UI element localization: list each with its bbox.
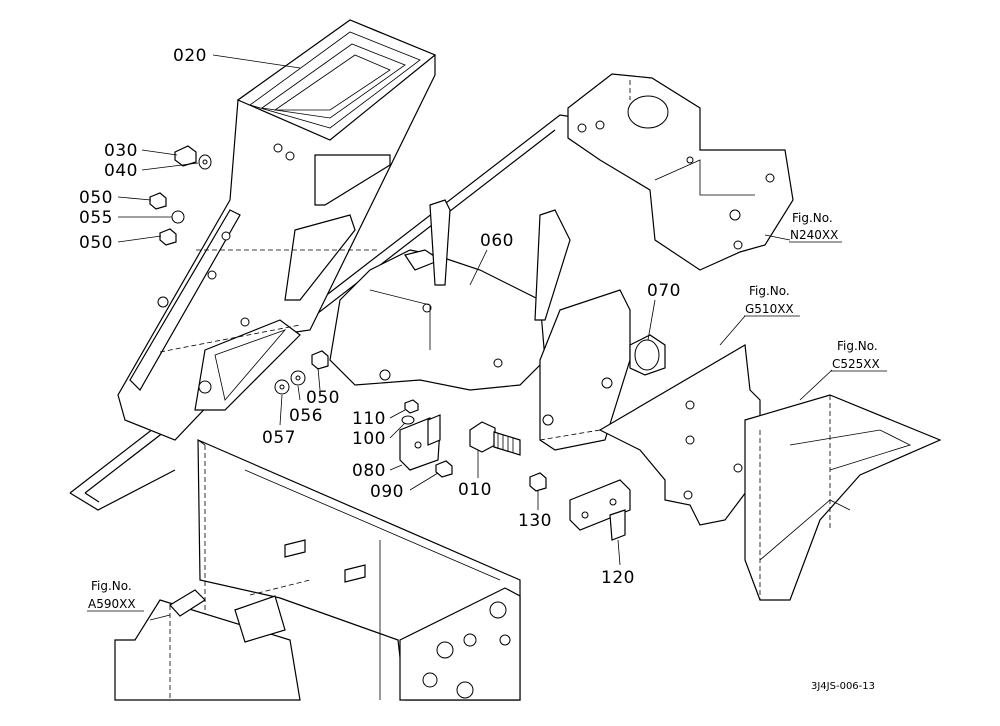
figref-a590: Fig.No. A590XX bbox=[87, 579, 144, 612]
callout-070: 070 bbox=[647, 281, 681, 301]
figref-g510: Fig.No. G510XX bbox=[744, 284, 800, 317]
callout-057: 057 bbox=[262, 428, 296, 448]
callout-120: 120 bbox=[601, 568, 635, 588]
callout-130: 130 bbox=[518, 511, 552, 531]
bolt-010 bbox=[469, 421, 521, 456]
drawing-code: 3J4JS-006-13 bbox=[811, 681, 875, 692]
main-frame-060 bbox=[329, 199, 631, 451]
figref-c525-label: Fig.No. bbox=[837, 339, 878, 353]
callout-050-lower: 050 bbox=[79, 233, 113, 253]
figref-n240: Fig.No. N240XX bbox=[789, 211, 842, 243]
bracket-120 bbox=[569, 479, 631, 541]
callout-010: 010 bbox=[458, 480, 492, 500]
cover-c525 bbox=[744, 394, 942, 601]
callout-040: 040 bbox=[104, 161, 138, 181]
fasteners bbox=[149, 145, 547, 492]
figref-c525-code: C525XX bbox=[832, 357, 880, 371]
step-assembly-020 bbox=[117, 19, 437, 441]
callout-080: 080 bbox=[352, 461, 386, 481]
figref-g510-label: Fig.No. bbox=[749, 284, 790, 298]
figref-a590-code: A590XX bbox=[88, 597, 136, 611]
callout-055: 055 bbox=[79, 208, 113, 228]
plate-g510 bbox=[539, 344, 771, 526]
figref-c525: Fig.No. C525XX bbox=[831, 339, 887, 372]
chassis-floor bbox=[114, 439, 521, 701]
figref-g510-code: G510XX bbox=[745, 302, 794, 316]
callout-110: 110 bbox=[352, 409, 386, 429]
spacer-070 bbox=[629, 334, 666, 376]
callout-056: 056 bbox=[289, 406, 323, 426]
callout-100: 100 bbox=[352, 429, 386, 449]
figref-n240-code: N240XX bbox=[790, 228, 838, 242]
figure-references: Fig.No. N240XX Fig.No. G510XX Fig.No. C5… bbox=[87, 211, 887, 612]
callout-090: 090 bbox=[370, 482, 404, 502]
callout-050-right: 050 bbox=[306, 388, 340, 408]
bracket-n240 bbox=[567, 73, 794, 271]
figref-a590-label: Fig.No. bbox=[91, 579, 132, 593]
callout-060: 060 bbox=[480, 231, 514, 251]
callout-030: 030 bbox=[104, 141, 138, 161]
callout-020: 020 bbox=[173, 46, 207, 66]
callout-050-top: 050 bbox=[79, 188, 113, 208]
bracket-080 bbox=[399, 414, 441, 471]
figref-n240-label: Fig.No. bbox=[792, 211, 833, 225]
leader-lines bbox=[117, 54, 833, 621]
callout-labels: 020 030 040 050 055 050 060 070 050 056 … bbox=[79, 46, 681, 588]
